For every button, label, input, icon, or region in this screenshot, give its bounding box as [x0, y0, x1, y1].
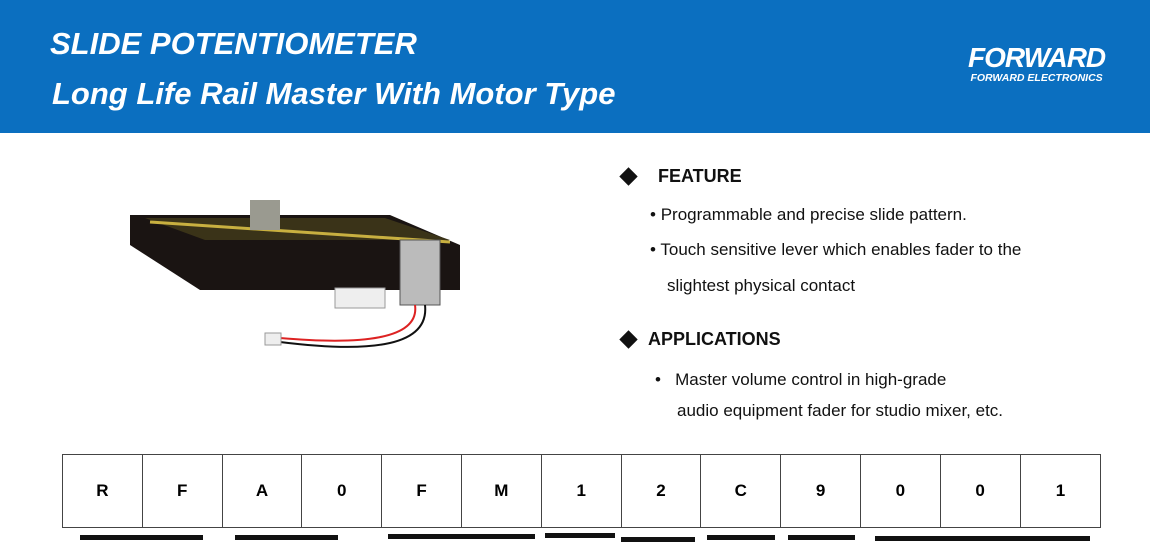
code-cell: 1	[1055, 481, 1066, 500]
application-item: • Master volume control in high-grade	[655, 370, 946, 390]
diamond-bullet-icon	[619, 167, 638, 186]
code-cell: 0	[861, 455, 941, 527]
feature-item: • Touch sensitive lever which enables fa…	[650, 240, 1021, 260]
product-image	[130, 200, 460, 348]
feature-text: Programmable and precise slide pattern.	[660, 205, 967, 224]
code-cell: R	[63, 455, 143, 527]
code-group-bar	[875, 536, 1090, 541]
code-cell: M	[462, 455, 542, 527]
applications-heading: APPLICATIONS	[648, 329, 781, 349]
code-group-bar	[707, 535, 775, 540]
code-cell: F	[143, 455, 223, 527]
code-group-bar	[388, 534, 535, 539]
forward-logo: FORWARD FORWARD ELECTRONICS	[968, 42, 1106, 85]
application-item-cont: audio equipment fader for studio mixer, …	[677, 401, 1004, 420]
bullet: •	[650, 240, 656, 259]
diamond-bullet-icon	[619, 330, 638, 349]
code-group-bar	[80, 535, 203, 540]
bullet: •	[655, 370, 661, 389]
feature-text: Touch sensitive lever which enables fade…	[660, 240, 1022, 259]
application-text: Master volume control in high-grade	[675, 370, 947, 389]
feature-heading: FEATURE	[658, 166, 742, 186]
feature-item: • Programmable and precise slide pattern…	[650, 205, 967, 225]
code-group-bar	[545, 533, 615, 538]
code-group-bar	[235, 535, 338, 540]
code-cell: C	[701, 455, 782, 527]
page-subtitle: Long Life Rail Master With Motor Type	[52, 76, 616, 111]
code-cell: 1	[542, 455, 622, 527]
code-cell: 0	[302, 455, 383, 527]
header-banner: SLIDE POTENTIOMETER Long Life Rail Maste…	[0, 0, 1150, 133]
page-title: SLIDE POTENTIOMETER	[50, 26, 417, 61]
code-cell: F	[382, 455, 462, 527]
bullet: •	[650, 205, 656, 224]
code-group-bar	[788, 535, 855, 540]
code-cell: 0	[941, 455, 1021, 527]
logo-text: FORWARD	[968, 42, 1106, 73]
code-cell: 2	[622, 455, 702, 527]
feature-item-cont: slightest physical contact	[667, 276, 856, 295]
code-cell: A	[223, 455, 303, 527]
logo-subtext: FORWARD ELECTRONICS	[970, 72, 1103, 84]
code-cell: 9	[781, 455, 861, 527]
